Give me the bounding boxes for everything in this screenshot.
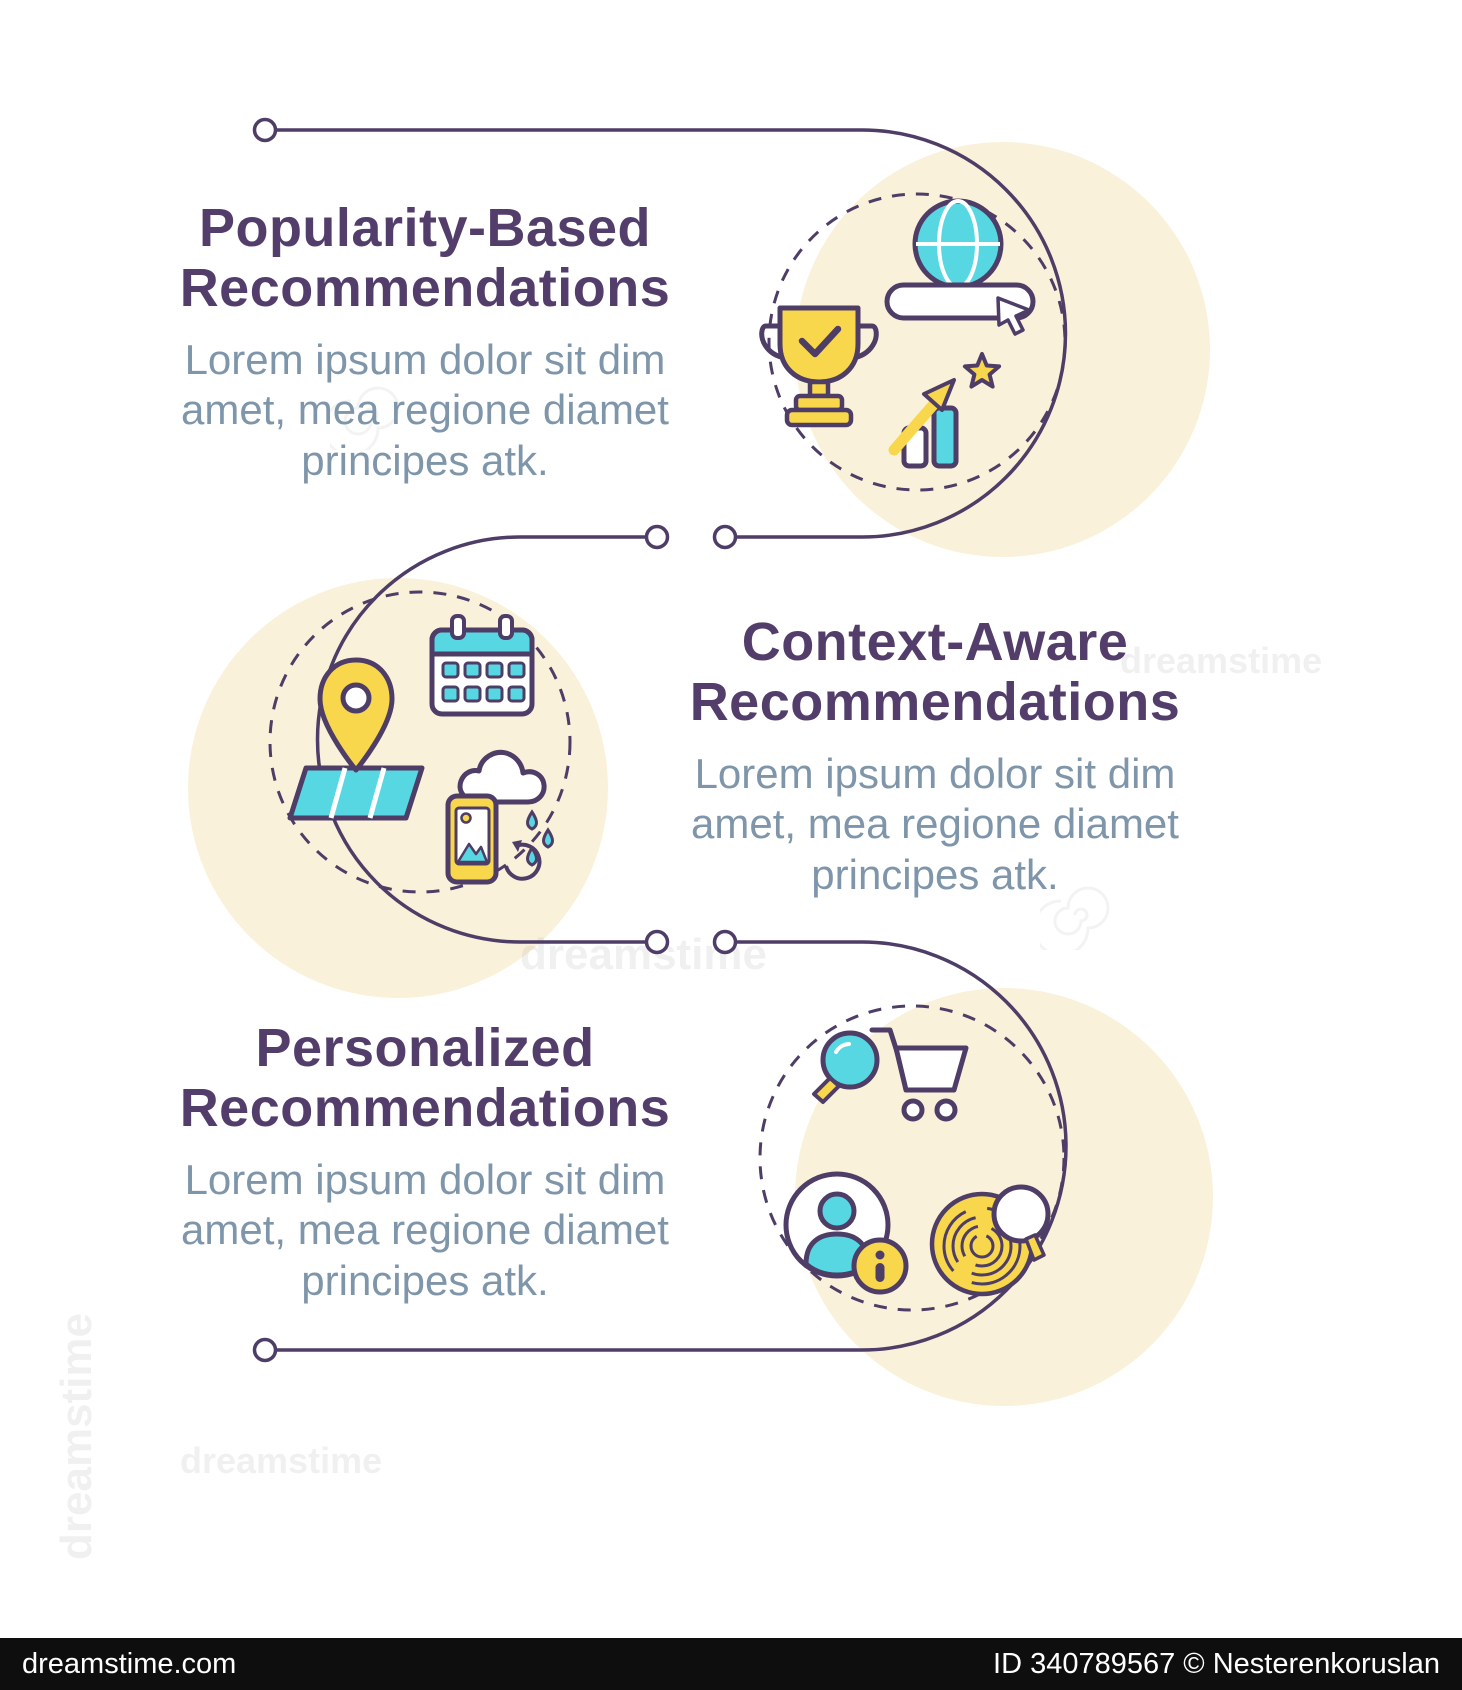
section-body: Lorem ipsum dolor sit dim amet, mea regi… xyxy=(115,1155,735,1306)
section-body-line: Lorem ipsum dolor sit dim xyxy=(694,749,1176,797)
fingerprint-magnifier-icon xyxy=(929,1184,1051,1297)
section-title-line: Personalized xyxy=(255,1018,595,1078)
section-body-line: Lorem ipsum dolor sit dim xyxy=(184,1155,666,1203)
background-circle-1 xyxy=(795,142,1210,557)
footer-image-credit: ID 340789567 © Nesterenkoruslan xyxy=(993,1647,1440,1680)
section-body: Lorem ipsum dolor sit dim amet, mea regi… xyxy=(625,749,1245,900)
section-body: Lorem ipsum dolor sit dim amet, mea regi… xyxy=(115,335,735,486)
section-title-line: Popularity-Based xyxy=(198,198,652,258)
connector-path-2 xyxy=(315,535,646,944)
section-personalized-text: Personalized Recommendations Lorem ipsum… xyxy=(115,1018,735,1306)
globe-icon xyxy=(912,198,1004,290)
connector-endpoint-ring xyxy=(644,524,670,550)
calendar-icon xyxy=(429,614,535,717)
dashed-circle-2 xyxy=(268,590,572,894)
watermark-swirl-icon xyxy=(330,386,400,450)
section-body-line: amet, mea regione diamet xyxy=(181,1206,669,1254)
section-title-line: Recommendations xyxy=(689,672,1181,733)
section-body-line: principes atk. xyxy=(301,1256,549,1304)
user-info-icon xyxy=(783,1171,909,1295)
watermark-swirl-icon xyxy=(1040,886,1110,950)
footer-site-label: dreamstime.com xyxy=(22,1647,237,1680)
connector-endpoint-ring xyxy=(252,117,278,143)
section-title-line: Context-Aware xyxy=(741,612,1129,672)
trophy-icon xyxy=(759,305,879,428)
section-popularity-text: Popularity-Based Recommendations Lorem i… xyxy=(115,198,735,486)
section-body-line: principes atk. xyxy=(301,436,549,484)
section-title-line: Recommendations xyxy=(179,258,671,319)
phone-weather-sync-icon xyxy=(445,749,554,885)
section-title-line: Recommendations xyxy=(179,1078,671,1139)
section-body-line: principes atk. xyxy=(811,850,1059,898)
section-body-line: amet, mea regione diamet xyxy=(181,386,669,434)
section-context-text: Context-Aware Recommendations Lorem ipsu… xyxy=(625,612,1245,900)
connector-endpoint-ring xyxy=(644,929,670,955)
cart-magnifier-icon xyxy=(812,1027,969,1122)
connector-path-3 xyxy=(276,940,1068,1352)
growth-bars-arrow-star-icon xyxy=(888,352,1002,469)
section-body-line: amet, mea regione diamet xyxy=(691,800,1179,848)
stock-footer-bar: dreamstime.com ID 340789567 © Nesterenko… xyxy=(0,1638,1462,1690)
connector-endpoint-ring xyxy=(712,929,738,955)
dashed-circle-3 xyxy=(758,1004,1066,1312)
connector-endpoint-ring xyxy=(712,524,738,550)
dashed-circle-1 xyxy=(767,192,1067,492)
search-bar-cursor-icon xyxy=(884,282,1036,336)
section-body-line: Lorem ipsum dolor sit dim xyxy=(184,335,666,383)
connector-endpoint-ring xyxy=(252,1337,278,1363)
map-location-pin-icon xyxy=(287,657,425,821)
